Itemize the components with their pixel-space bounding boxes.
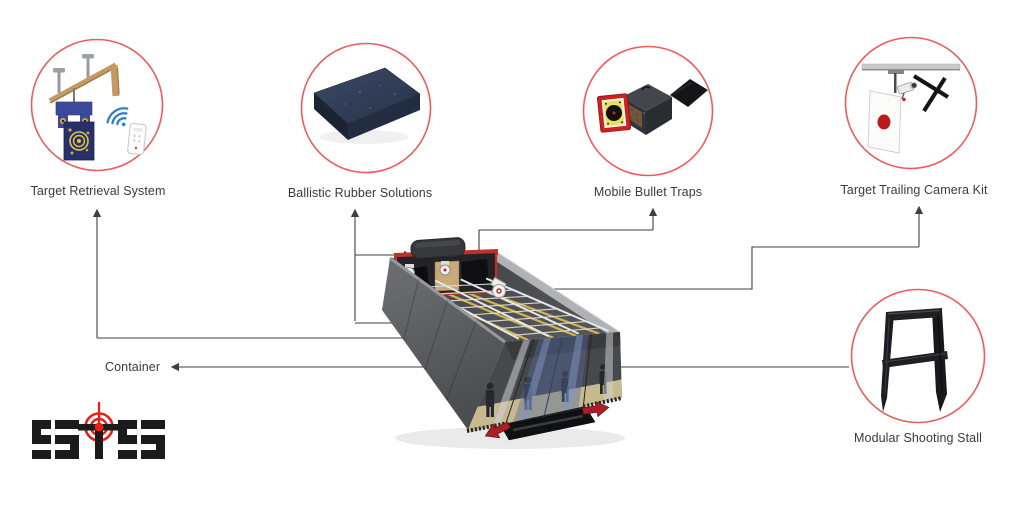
wifi-icon xyxy=(106,107,129,127)
logo-letter-s-right xyxy=(118,419,165,460)
mini-target-icon xyxy=(596,93,632,133)
callout-circle-ballistic-rubber xyxy=(300,42,432,174)
label-ballistic-rubber-solutions: Ballistic Rubber Solutions xyxy=(287,186,433,200)
remote-control-icon xyxy=(127,123,147,155)
callout-circle-target-retrieval xyxy=(30,38,164,172)
callout-circle-camera-kit xyxy=(844,36,978,170)
label-target-trailing-camera-kit: Target Trailing Camera Kit xyxy=(840,183,988,197)
camera-icon xyxy=(897,82,918,95)
callout-circle-bullet-traps xyxy=(582,45,714,177)
shooting-stall-icon xyxy=(850,288,986,424)
bullet-trap-icon xyxy=(582,45,714,177)
label-modular-shooting-stall: Modular Shooting Stall xyxy=(854,431,982,445)
container-illustration xyxy=(375,228,635,458)
slide-out-arrows xyxy=(484,400,610,439)
trailing-camera-icon xyxy=(844,36,978,170)
target-retrieval-system-icon xyxy=(30,38,164,172)
callout-circle-shooting-stall xyxy=(850,288,986,424)
shooting-range-container-icon xyxy=(382,237,625,449)
label-mobile-bullet-traps: Mobile Bullet Traps xyxy=(593,185,703,199)
sts-logo-icon xyxy=(32,402,165,460)
label-container: Container xyxy=(105,360,161,374)
label-target-retrieval-system: Target Retrieval System xyxy=(30,184,166,198)
sts-logo xyxy=(28,396,168,471)
rubber-block-icon xyxy=(300,42,432,174)
logo-letter-s-left xyxy=(32,419,79,460)
